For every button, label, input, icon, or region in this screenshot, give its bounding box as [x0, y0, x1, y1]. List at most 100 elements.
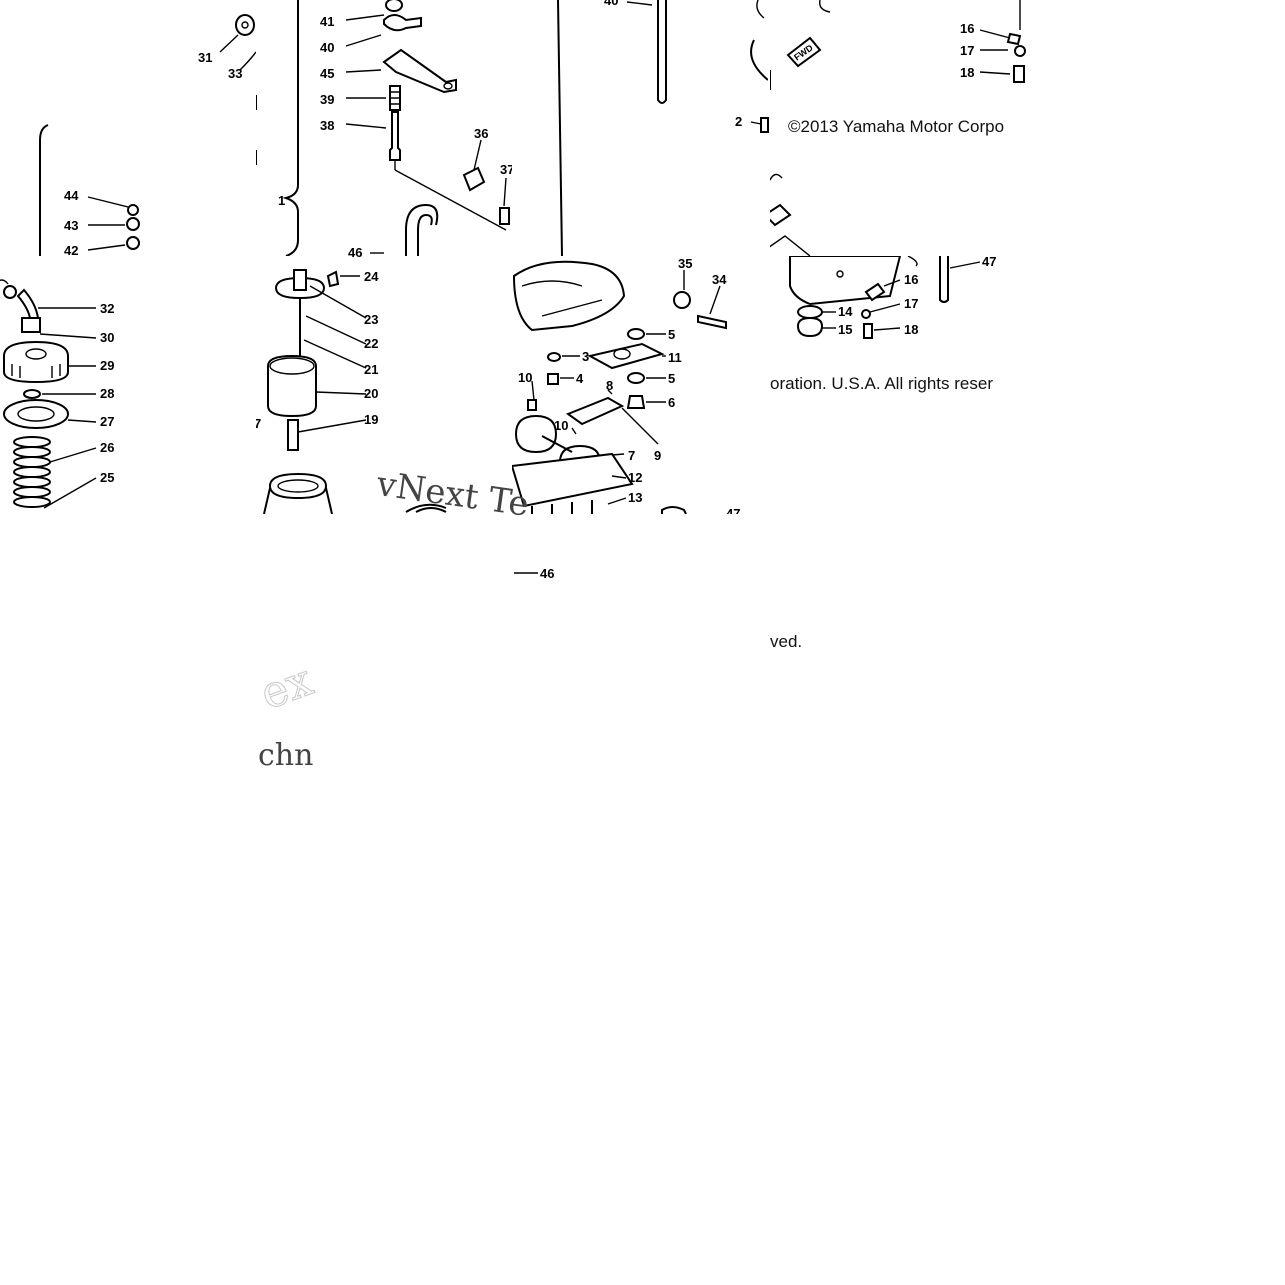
float-bowl — [789, 256, 902, 306]
label-46: 46 — [540, 566, 554, 581]
label-40-pipe: 40 — [604, 0, 618, 8]
label-17: 17 — [960, 43, 974, 58]
diagram-tile-4-svg: FWD 16 17 18 — [770, 0, 1026, 90]
label-37: 37 — [500, 162, 512, 177]
part-29-cap — [3, 340, 69, 384]
part-5b — [627, 372, 645, 384]
label-10a: 10 — [518, 370, 532, 385]
part-12-gasket — [512, 452, 634, 508]
label-5b: 5 — [668, 371, 675, 386]
diagram-tile-1: 31 33 44 43 42 — [0, 0, 256, 256]
diagram-tile-4b-svg: 2 — [735, 114, 769, 133]
part-6 — [626, 395, 646, 409]
diagram-tile-5-svg: 32 30 29 28 27 26 25 — [0, 279, 114, 509]
label-9: 9 — [654, 448, 661, 463]
label-23: 23 — [364, 312, 378, 327]
carb-body — [512, 260, 626, 332]
part-3 — [547, 352, 561, 362]
label-47-mid: 47 — [726, 506, 740, 514]
label-18b: 18 — [904, 322, 918, 337]
diagram-tile-6-svg: 24 23 22 21 20 19 7 — [256, 256, 447, 514]
diagram-tile-2: 1 41 40 45 39 38 36 37 — [256, 0, 512, 256]
label-7-left: 7 — [256, 416, 261, 431]
part-2 — [760, 117, 769, 133]
label-1: 1 — [278, 193, 285, 208]
label-47: 47 — [982, 256, 996, 269]
label-19: 19 — [364, 412, 378, 427]
label-16b: 16 — [904, 272, 918, 287]
part-18 — [1013, 65, 1025, 83]
diagram-tile-8-svg: 47 16 17 14 15 18 — [789, 256, 996, 339]
diagram-tile-6: 24 23 22 21 20 19 7 — [256, 256, 512, 514]
label-30: 30 — [100, 330, 114, 345]
diagram-tile-7-svg: 35 34 5 3 11 4 5 6 8 10 10 7 9 12 13 47 — [512, 256, 740, 514]
label-21: 21 — [364, 362, 378, 377]
label-46-top: 46 — [348, 245, 362, 258]
part-28 — [23, 389, 41, 399]
label-35: 35 — [678, 256, 692, 271]
part-14 — [797, 305, 823, 319]
diagram-tile-5: 32 30 29 28 27 26 25 — [0, 256, 256, 514]
part-38-plunger — [389, 111, 401, 161]
part-19-jet — [287, 419, 299, 451]
label-20: 20 — [364, 386, 378, 401]
part-11-plate — [587, 342, 665, 370]
part-42 — [126, 236, 140, 250]
label-32: 32 — [100, 301, 114, 316]
part-32-fitting — [16, 288, 40, 319]
label-44: 44 — [64, 188, 79, 203]
part-34-screw — [697, 314, 727, 330]
fwd-tag — [786, 36, 822, 68]
diagram-tile-1-svg: 31 33 44 43 42 — [39, 14, 256, 256]
label-4: 4 — [576, 371, 584, 386]
label-15: 15 — [838, 322, 852, 337]
part-16b — [864, 282, 886, 302]
part-16 — [1006, 32, 1022, 46]
label-43: 43 — [64, 218, 78, 233]
part-17b — [861, 309, 871, 319]
part-31-washer — [235, 14, 255, 36]
part-20-piston — [267, 354, 317, 418]
label-13: 13 — [628, 490, 642, 505]
hose-47 — [939, 256, 949, 303]
label-24: 24 — [364, 269, 379, 284]
label-41: 41 — [320, 14, 334, 29]
diagram-tile-9: 46 — [512, 560, 572, 584]
copyright-line-2: oration. U.S.A. All rights reser — [770, 374, 993, 393]
label-17b: 17 — [904, 296, 918, 311]
diagram-tile-3-svg: 40 — [557, 0, 768, 256]
part-24-screw — [326, 270, 340, 288]
label-45: 45 — [320, 66, 334, 81]
label-40: 40 — [320, 40, 334, 55]
label-36: 36 — [474, 126, 488, 141]
label-10b: 10 — [554, 418, 568, 433]
part-7-float-a — [514, 414, 558, 454]
diagram-tile-6b-svg: 46 — [348, 245, 384, 258]
label-3: 3 — [582, 349, 589, 364]
frame-line — [557, 0, 563, 256]
part-8-clip — [565, 396, 625, 426]
copyright-line-3: ved. — [770, 632, 803, 651]
part-18b — [863, 323, 873, 339]
diagram-tile-6b: 46 — [340, 244, 400, 258]
label-38: 38 — [320, 118, 334, 133]
label-14: 14 — [838, 304, 853, 319]
diagram-tile-8: 47 16 17 14 15 18 — [770, 256, 1028, 366]
label-25: 25 — [100, 470, 114, 485]
part-27-ring — [3, 399, 69, 429]
watermark-chn: chn — [258, 738, 314, 773]
label-27: 27 — [100, 414, 114, 429]
part-43 — [126, 217, 140, 231]
label-18: 18 — [960, 65, 974, 80]
part-5a — [627, 328, 645, 340]
bracket-line — [39, 124, 49, 256]
label-42: 42 — [64, 243, 78, 256]
diagram-tile-2-svg: 1 41 40 45 39 38 36 37 — [256, 0, 512, 256]
label-11: 11 — [668, 350, 682, 365]
part-44 — [127, 204, 139, 216]
hose-46 — [405, 203, 439, 256]
copyright-line-1: ©2013 Yamaha Motor Corpo — [788, 117, 1005, 136]
label-6: 6 — [668, 395, 675, 410]
part-15 — [796, 316, 824, 338]
label-5a: 5 — [668, 327, 675, 342]
